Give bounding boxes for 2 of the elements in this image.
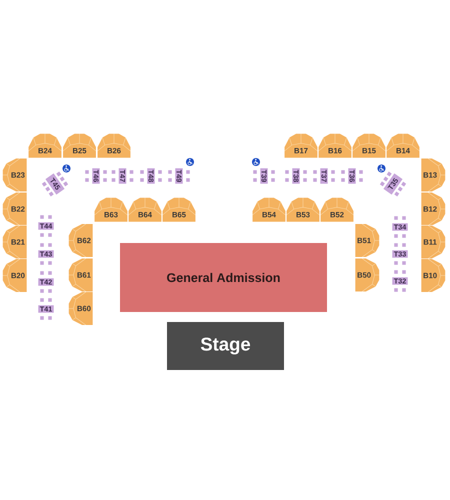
stage: Stage (167, 322, 284, 370)
general-admission-area: General Admission (120, 243, 327, 312)
